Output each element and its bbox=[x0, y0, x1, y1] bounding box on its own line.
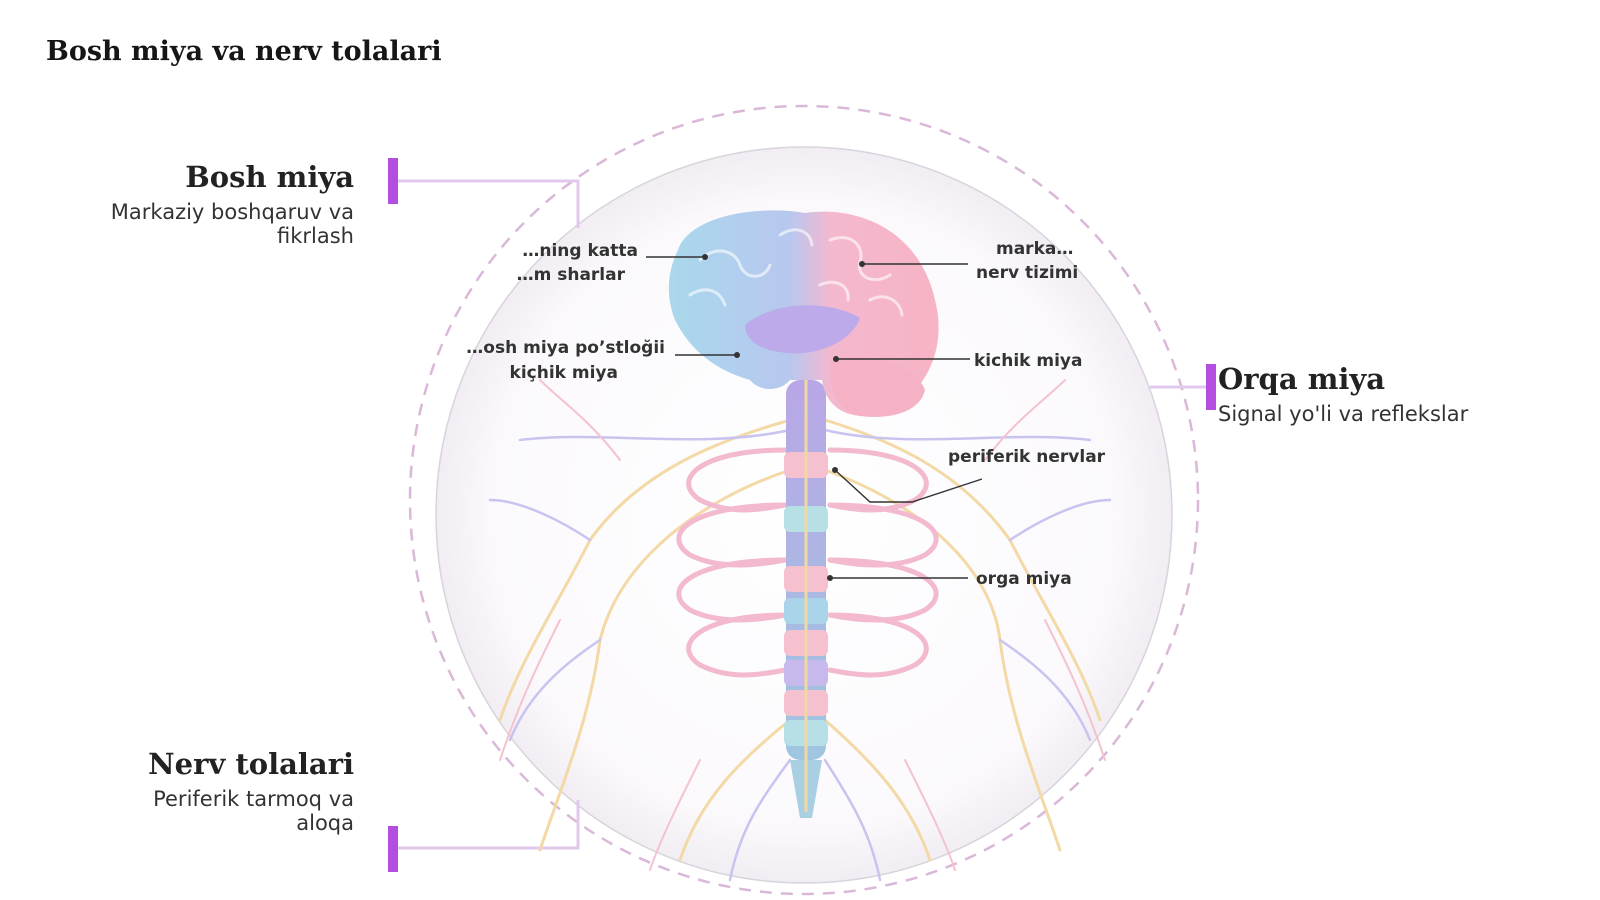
label-cortex-line1: …osh miya po’stloğii bbox=[466, 338, 665, 358]
label-hemispheres-line1: …ning katta bbox=[522, 241, 638, 261]
callout-nerves-title: Nerv tolalari bbox=[148, 747, 354, 781]
callout-nerves-desc: Periferik tarmoq va aloqa bbox=[153, 787, 354, 835]
label-cns-line2: nerv tizimi bbox=[976, 263, 1078, 283]
callout-spine: Orqa miya Signal yo'li va reflekslar bbox=[1218, 362, 1548, 426]
accent-bar-spine bbox=[1206, 364, 1216, 410]
accent-bar-brain bbox=[388, 158, 398, 204]
callout-nerves: Nerv tolalari Periferik tarmoq va aloqa bbox=[34, 747, 354, 835]
callout-brain-title: Bosh miya bbox=[185, 160, 354, 194]
label-cerebellum: kichik miya bbox=[974, 351, 1082, 371]
callout-spine-title: Orqa miya bbox=[1218, 362, 1386, 396]
callout-brain: Bosh miya Markaziy boshqaruv va fikrlash bbox=[34, 160, 354, 248]
label-peripheral: periferik nervlar bbox=[948, 447, 1106, 467]
brain-illustration bbox=[668, 210, 939, 417]
connector-lines bbox=[394, 179, 1212, 850]
outer-dashed-ring bbox=[408, 104, 1200, 896]
spinal-column bbox=[784, 360, 828, 818]
label-cns-line1: marka… bbox=[996, 239, 1073, 259]
label-hemispheres-line2: …m sharlar bbox=[517, 265, 626, 285]
rib-loops bbox=[676, 447, 939, 678]
connector-brain bbox=[394, 179, 580, 228]
peripheral-nerves bbox=[488, 379, 1112, 882]
illustration-labels: …ning katta …m sharlar marka… nerv tizim… bbox=[466, 239, 1105, 589]
callout-spine-desc: Signal yo'li va reflekslar bbox=[1218, 402, 1469, 426]
label-cortex-line2: kiçhik miya bbox=[510, 363, 618, 383]
label-spinal-cord: orga miya bbox=[976, 569, 1072, 589]
leader-dots bbox=[702, 254, 865, 581]
page-title: Bosh miya va nerv tolalari bbox=[46, 36, 442, 67]
callout-brain-desc: Markaziy boshqaruv va fikrlash bbox=[110, 200, 354, 248]
connector-nerves bbox=[394, 800, 580, 850]
accent-bar-nerves bbox=[388, 826, 398, 872]
leader-lines bbox=[646, 256, 983, 579]
